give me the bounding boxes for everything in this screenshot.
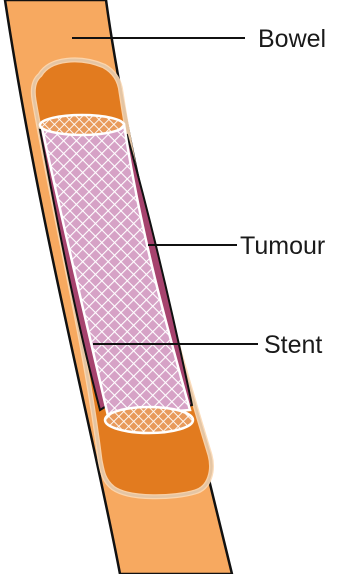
stent-bottom-ring bbox=[105, 407, 193, 433]
stent-top-ring bbox=[40, 115, 124, 135]
bowel-label: Bowel bbox=[258, 25, 326, 53]
tumour-label: Tumour bbox=[240, 232, 325, 260]
stent-label: Stent bbox=[264, 331, 322, 359]
